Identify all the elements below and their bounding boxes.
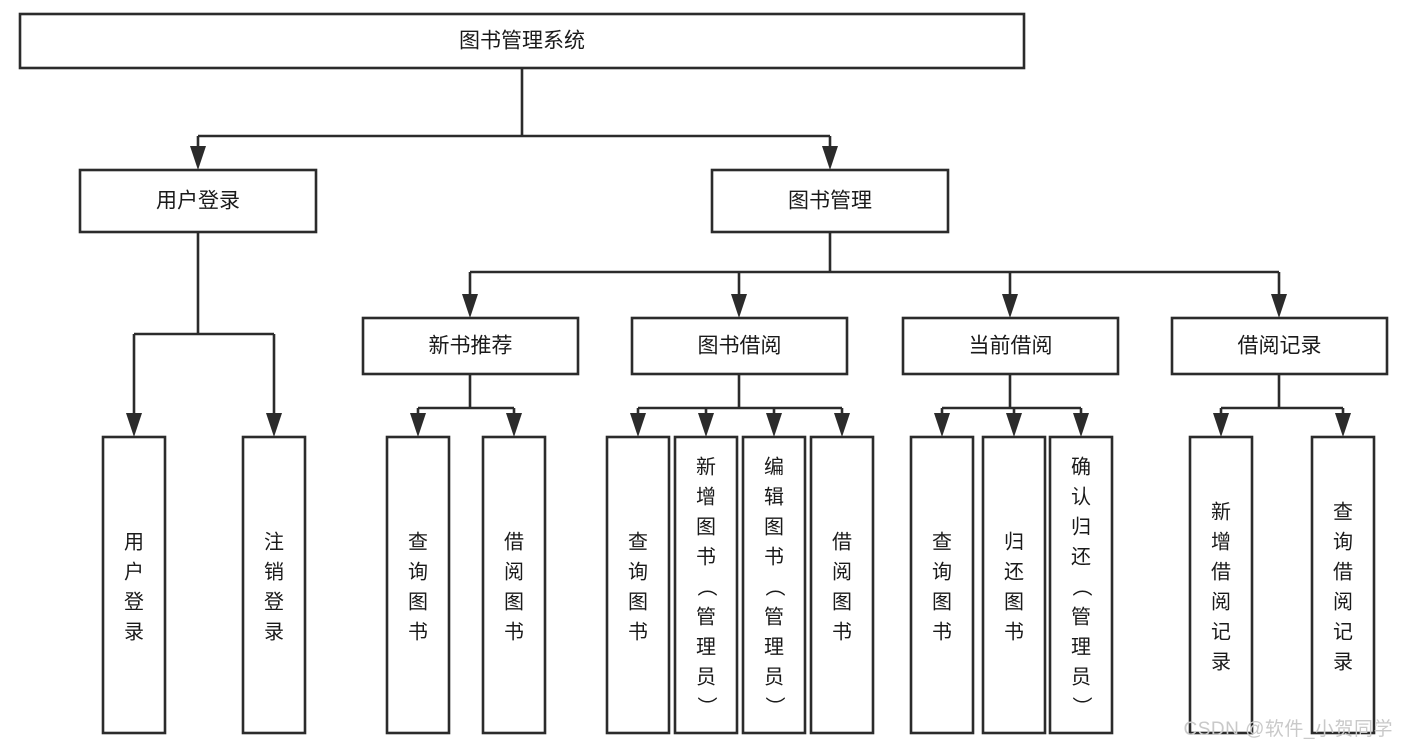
- node-label: 借阅图书: [832, 530, 852, 643]
- arrow-head-icon: [506, 413, 522, 437]
- node-label: 新增借阅记录: [1211, 500, 1231, 673]
- node-box[interactable]: [605, 435, 671, 735]
- node-label: 用户登录: [124, 531, 144, 643]
- connector-bus-new-book: [410, 374, 522, 437]
- arrow-head-icon: [934, 413, 950, 437]
- arrow-head-icon: [462, 294, 478, 318]
- node-current-borrow[interactable]: 当前借阅: [901, 316, 1120, 376]
- node-label: 查询图书: [628, 530, 648, 643]
- node-leaf-query-book-borrow[interactable]: 查询图书: [605, 435, 671, 735]
- connector-bus-root: [190, 68, 838, 170]
- node-label: 新增图书（管理员）: [696, 455, 717, 718]
- arrow-head-icon: [190, 146, 206, 170]
- node-label: 用户登录: [156, 190, 240, 213]
- connector-bus-book-borrow: [630, 374, 850, 437]
- node-leaf-return-book[interactable]: 归还图书: [981, 435, 1047, 735]
- connector-bus-user-login: [126, 232, 282, 437]
- node-label: 编辑图书（管理员）: [764, 455, 785, 718]
- node-label: 归还图书: [1004, 530, 1024, 643]
- node-leaf-add-borrow-record[interactable]: 新增借阅记录: [1188, 435, 1254, 735]
- arrow-head-icon: [834, 413, 850, 437]
- arrow-head-icon: [1073, 413, 1089, 437]
- node-leaf-query-borrow-record[interactable]: 查询借阅记录: [1310, 435, 1376, 735]
- connector-bus-book-mgmt: [462, 232, 1287, 318]
- node-new-book-recommend[interactable]: 新书推荐: [361, 316, 580, 376]
- node-box[interactable]: [385, 435, 451, 735]
- node-label: 查询借阅记录: [1333, 500, 1353, 673]
- node-box[interactable]: [18, 12, 1026, 70]
- node-box[interactable]: [630, 316, 849, 376]
- node-user-login[interactable]: 用户登录: [78, 168, 318, 234]
- node-label: 借阅记录: [1238, 335, 1322, 358]
- arrow-head-icon: [698, 413, 714, 437]
- node-box[interactable]: [981, 435, 1047, 735]
- arrow-head-icon: [630, 413, 646, 437]
- node-box[interactable]: [241, 435, 307, 735]
- node-label: 新书推荐: [429, 335, 513, 358]
- node-label: 图书借阅: [698, 335, 782, 358]
- node-box[interactable]: [1188, 435, 1254, 735]
- node-book-borrow[interactable]: 图书借阅: [630, 316, 849, 376]
- node-box[interactable]: [481, 435, 547, 735]
- arrow-head-icon: [1335, 413, 1351, 437]
- node-leaf-query-book-recommend[interactable]: 查询图书: [385, 435, 451, 735]
- node-box[interactable]: [710, 168, 950, 234]
- node-box[interactable]: [1170, 316, 1389, 376]
- connector-bus-current-borrow: [934, 374, 1089, 437]
- arrow-head-icon: [766, 413, 782, 437]
- node-box[interactable]: [673, 435, 739, 735]
- connector-layer: [126, 68, 1351, 437]
- node-leaf-add-book[interactable]: 新增图书（管理员）: [673, 435, 739, 735]
- node-label: 图书管理: [788, 190, 872, 213]
- node-book-management[interactable]: 图书管理: [710, 168, 950, 234]
- node-box[interactable]: [1310, 435, 1376, 735]
- arrow-head-icon: [266, 413, 282, 437]
- node-box[interactable]: [101, 435, 167, 735]
- node-box[interactable]: [78, 168, 318, 234]
- arrow-head-icon: [126, 413, 142, 437]
- node-label: 图书管理系统: [459, 30, 585, 53]
- node-label: 借阅图书: [504, 530, 524, 643]
- arrow-head-icon: [410, 413, 426, 437]
- node-leaf-borrow-book[interactable]: 借阅图书: [809, 435, 875, 735]
- node-leaf-logout[interactable]: 注销登录: [241, 435, 307, 735]
- node-box[interactable]: [809, 435, 875, 735]
- node-box[interactable]: [741, 435, 807, 735]
- arrow-head-icon: [1271, 294, 1287, 318]
- node-box[interactable]: [901, 316, 1120, 376]
- node-leaf-user-login[interactable]: 用户登录: [101, 435, 167, 735]
- node-leaf-borrow-book-recommend[interactable]: 借阅图书: [481, 435, 547, 735]
- node-box[interactable]: [909, 435, 975, 735]
- node-leaf-query-book-current[interactable]: 查询图书: [909, 435, 975, 735]
- node-label: 查询图书: [408, 530, 428, 643]
- arrow-head-icon: [731, 294, 747, 318]
- arrow-head-icon: [1213, 413, 1229, 437]
- node-layer: 图书管理系统用户登录图书管理新书推荐图书借阅当前借阅借阅记录用户登录注销登录查询…: [18, 12, 1389, 735]
- arrow-head-icon: [822, 146, 838, 170]
- arrow-head-icon: [1002, 294, 1018, 318]
- node-borrow-record[interactable]: 借阅记录: [1170, 316, 1389, 376]
- node-label: 当前借阅: [969, 335, 1053, 358]
- connector-bus-borrow-record: [1213, 374, 1351, 437]
- node-label: 注销登录: [264, 530, 284, 643]
- node-box[interactable]: [361, 316, 580, 376]
- node-leaf-confirm-return[interactable]: 确认归还（管理员）: [1048, 435, 1114, 735]
- node-leaf-edit-book[interactable]: 编辑图书（管理员）: [741, 435, 807, 735]
- node-root[interactable]: 图书管理系统: [18, 12, 1026, 70]
- node-label: 确认归还（管理员）: [1071, 455, 1092, 718]
- arrow-head-icon: [1006, 413, 1022, 437]
- node-box[interactable]: [1048, 435, 1114, 735]
- node-label: 查询图书: [932, 530, 952, 643]
- watermark-label: CSDN @软件_小贺同学: [1183, 719, 1393, 740]
